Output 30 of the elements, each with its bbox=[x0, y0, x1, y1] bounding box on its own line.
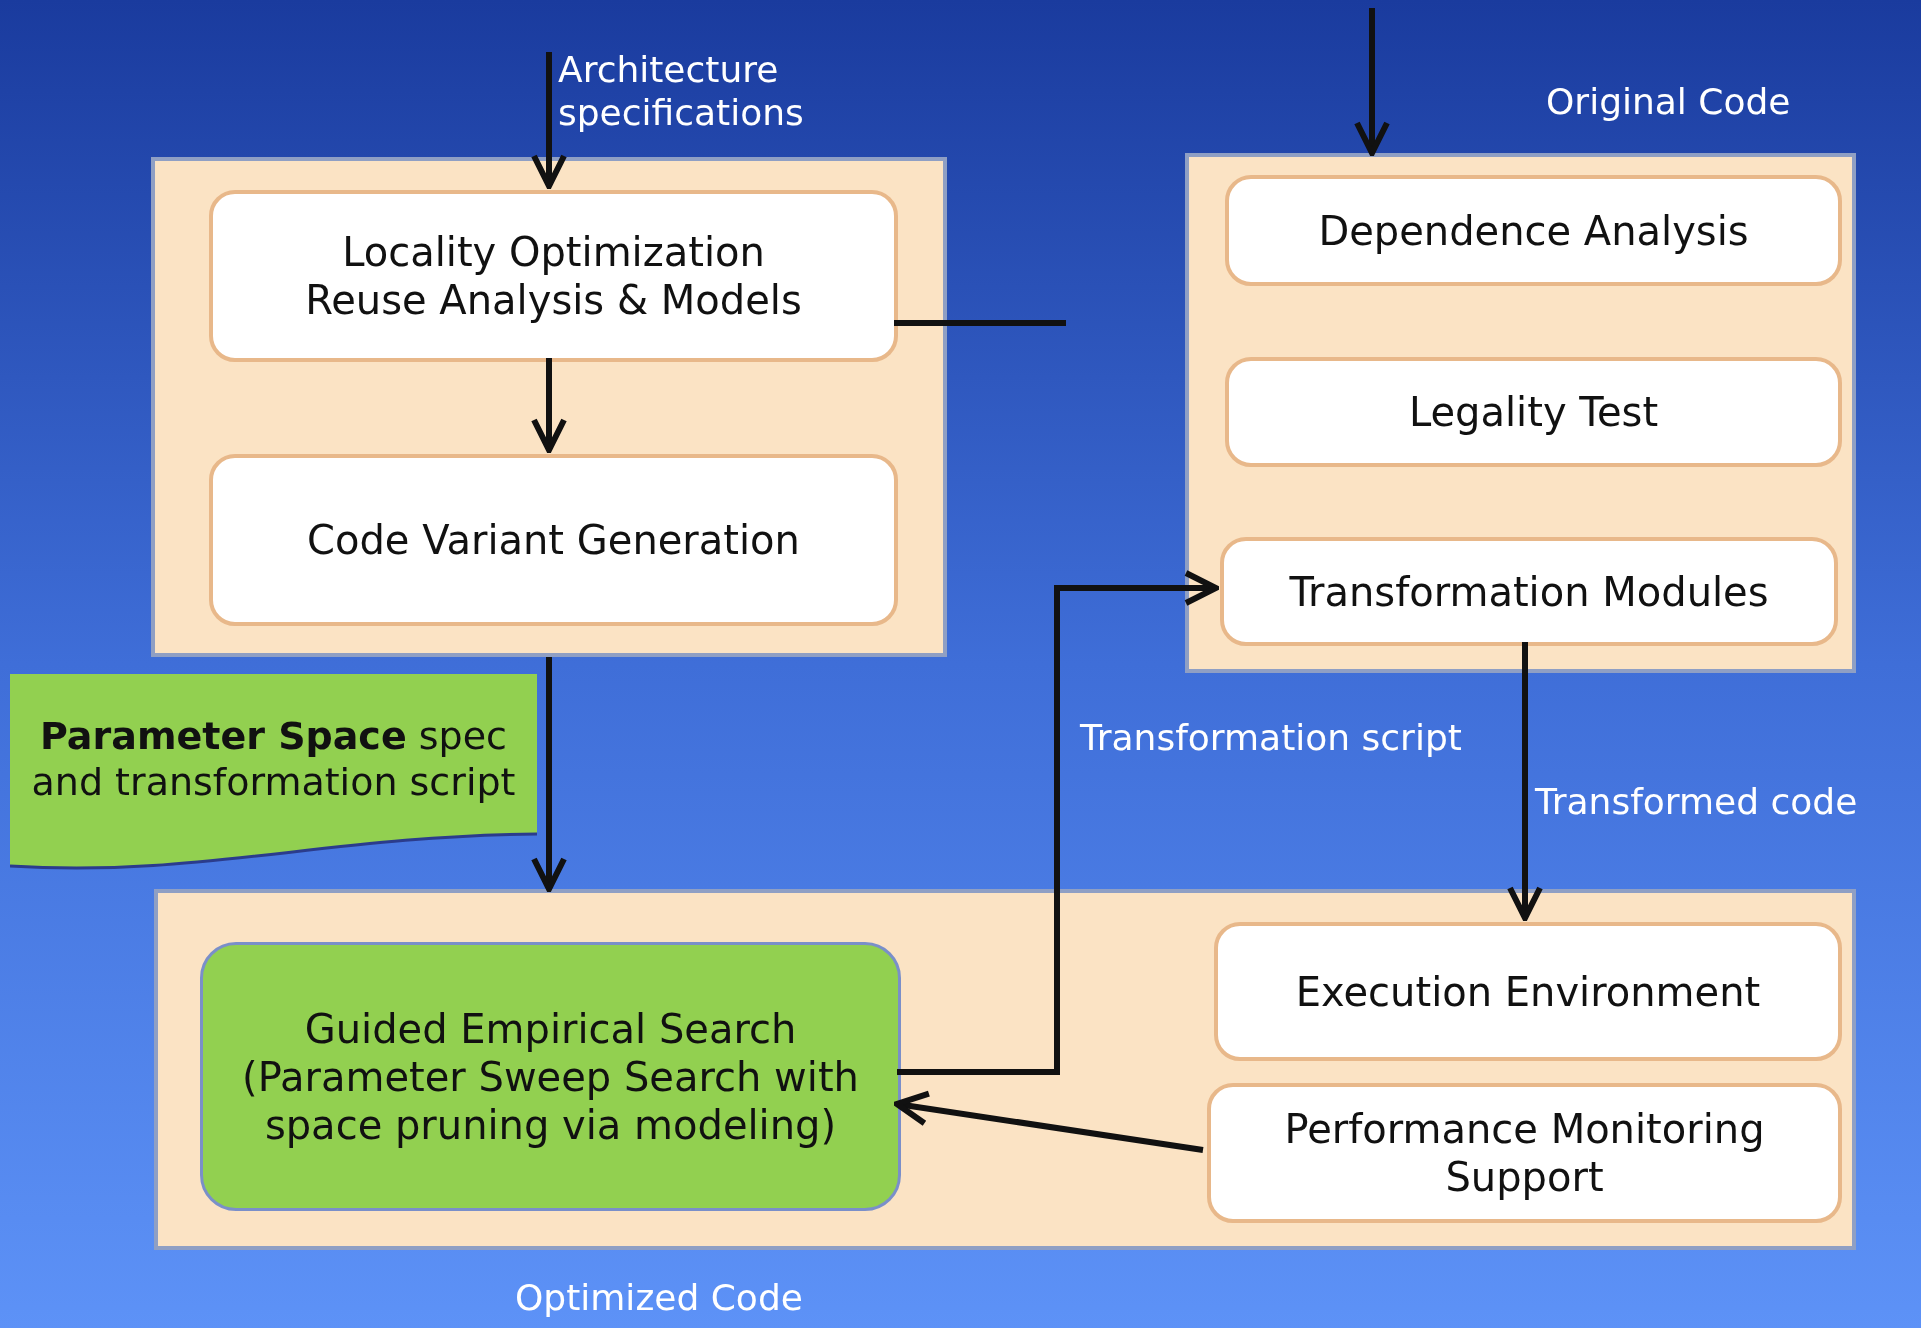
box-text: Locality Optimization bbox=[341, 228, 766, 276]
group-panel bbox=[154, 889, 1856, 1250]
process-box bbox=[1214, 922, 1842, 1061]
box-text: Reuse Analysis & Models bbox=[304, 276, 803, 324]
flow-label: Original Code bbox=[1546, 80, 1791, 124]
edge-label: Transformed code bbox=[1535, 780, 1859, 824]
box-text: Code Variant Generation bbox=[306, 516, 801, 564]
flow-label: Optimized Code bbox=[515, 1276, 803, 1320]
box-text: Execution Environment bbox=[1294, 967, 1762, 1016]
process-box bbox=[209, 190, 898, 362]
process-box bbox=[1220, 537, 1838, 646]
box-text: Transformation Modules bbox=[1288, 567, 1770, 616]
process-box bbox=[200, 942, 901, 1211]
process-box bbox=[1225, 357, 1842, 467]
box-text: Legality Test bbox=[1407, 388, 1660, 436]
arrow bbox=[894, 1090, 1204, 1153]
edge-label: Transformation script bbox=[1080, 716, 1463, 760]
process-box bbox=[209, 454, 898, 626]
process-box bbox=[1207, 1083, 1842, 1223]
box-text: Guided Empirical Search (Parameter Sweep Search with space pruning via modeling) bbox=[241, 1004, 860, 1149]
process-box bbox=[1225, 175, 1842, 286]
arrow bbox=[531, 657, 567, 892]
box-text: Parameter Space spec and transformation script bbox=[30, 714, 517, 806]
box-text: Dependence Analysis bbox=[1317, 206, 1750, 255]
arrow bbox=[531, 52, 567, 189]
edge-label: Architecture specifications bbox=[558, 48, 805, 135]
group-panel bbox=[151, 157, 947, 657]
arrow bbox=[1354, 8, 1390, 156]
box-text: Performance Monitoring Support bbox=[1283, 1105, 1766, 1201]
group-panel bbox=[1185, 153, 1856, 673]
